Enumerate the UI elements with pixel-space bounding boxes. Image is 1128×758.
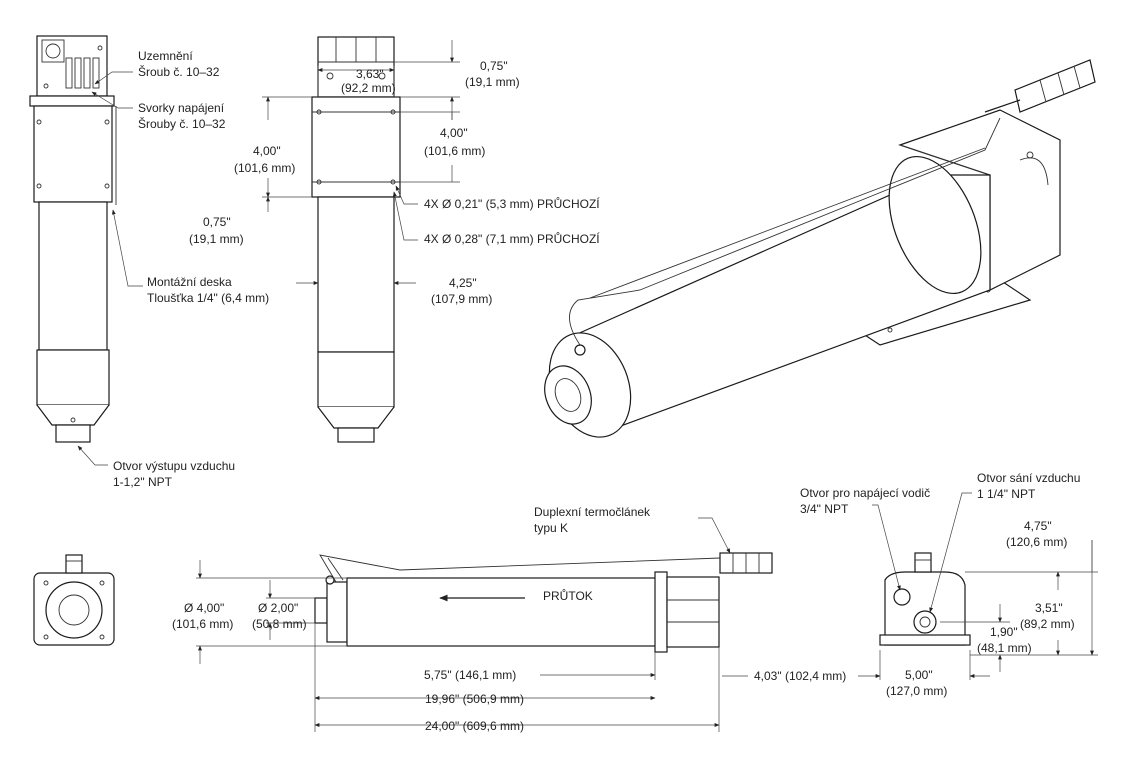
dim-left-400-in: 4,00" [253,144,281,158]
dim-top-width-in: 3,63" [356,67,384,81]
dim-left-075-mm: (19,1 mm) [189,232,244,246]
thermocouple-label-2: typu K [534,521,568,535]
dim-len-2400: 24,00" (609,6 mm) [425,719,524,733]
hole-small-label: 4X Ø 0,21" (5,3 mm) PRŮCHOZÍ [424,196,600,211]
thermocouple-label-1: Duplexní termočlánek [534,505,651,519]
dim-width-425-in: 4,25" [449,276,477,290]
hole-large-label: 4X Ø 0,28" (7,1 mm) PRŮCHOZÍ [424,231,600,246]
grounding-label-2: Šroub č. 10–32 [138,64,220,79]
dim-len-403: 4,03" (102,4 mm) [754,669,846,683]
dim-dia-200-in: Ø 2,00" [258,601,298,615]
air-outlet-label-2: 1-1,2" NPT [113,475,173,489]
air-outlet-label-1: Otvor výstupu vzduchu [113,459,235,473]
dim-left-075-in: 0,75" [203,215,231,229]
air-intake-label-2: 1 1/4" NPT [977,487,1036,501]
dim-dia-400-in: Ø 4,00" [184,601,224,615]
dim-right-400-mm: (101,6 mm) [424,144,485,158]
air-intake-label-1: Otvor sání vzduchu [977,471,1080,485]
dim-h-475-mm: (120,6 mm) [1006,535,1067,549]
side-view-bottom [196,517,773,732]
dim-h-351-in: 3,51" [1035,601,1063,615]
dim-len-575: 5,75" (146,1 mm) [424,668,516,682]
dim-top-075-in: 0,75" [480,59,508,73]
flow-label: PRŮTOK [543,588,593,603]
dim-h-351-mm: (89,2 mm) [1020,617,1075,631]
dim-top-width-mm: (92,2 mm) [341,81,396,95]
dim-h-190-mm: (48,1 mm) [977,641,1032,655]
dim-h-475-in: 4,75" [1024,519,1052,533]
dim-len-1996: 19,96" (506,9 mm) [425,692,524,706]
grounding-label-1: Uzemnění [138,49,193,63]
dim-right-400-in: 4,00" [440,126,468,140]
isometric-view [544,59,1096,438]
front-elevation-view [29,35,143,466]
dim-w-500-in: 5,00" [905,668,933,682]
dim-w-500-mm: (127,0 mm) [886,684,947,698]
dim-dia-200-mm: (50,8 mm) [252,617,307,631]
mounting-plate-label-2: Tloušťka 1/4" (6,4 mm) [147,291,269,305]
intake-end-view [722,492,1098,680]
dim-width-425-mm: (107,9 mm) [431,292,492,306]
side-elevation-view [262,36,460,443]
dim-top-075-mm: (19,1 mm) [465,75,520,89]
power-lead-label-2: 3/4" NPT [800,502,849,516]
mounting-plate-label-1: Montážní deska [147,275,232,289]
end-view-left [33,554,115,646]
power-terminals-label-1: Svorky napájení [138,101,225,115]
dim-left-400-mm: (101,6 mm) [234,161,295,175]
power-lead-label-1: Otvor pro napájecí vodič [800,486,930,500]
dim-h-190-in: 1,90" [990,625,1018,639]
dim-dia-400-mm: (101,6 mm) [172,617,233,631]
power-terminals-label-2: Šrouby č. 10–32 [138,116,226,131]
